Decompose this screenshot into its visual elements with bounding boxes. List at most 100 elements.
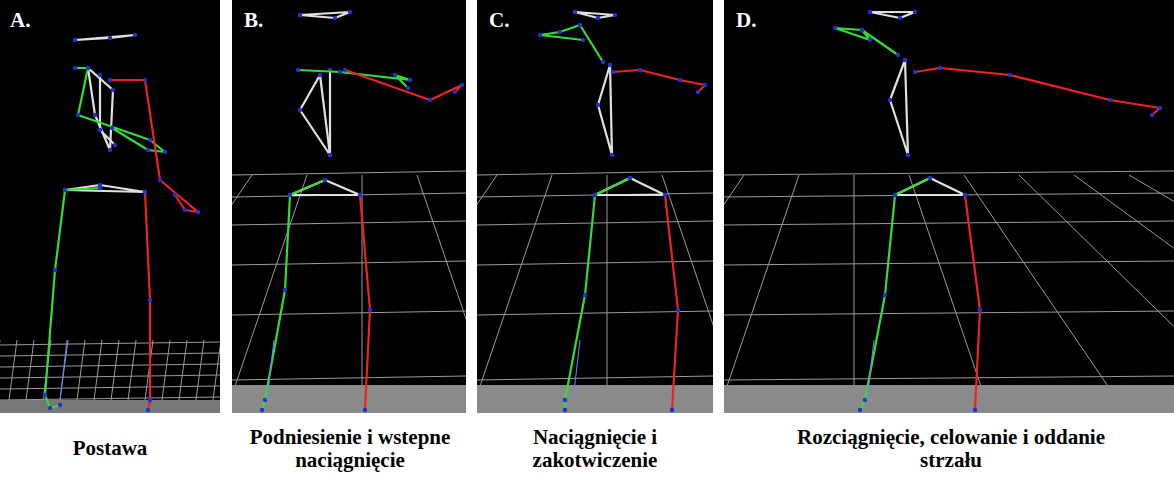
- marker-dot: [593, 193, 597, 197]
- skeleton-segment: [100, 75, 115, 145]
- marker-dot: [913, 10, 917, 14]
- axis-line: [60, 340, 67, 400]
- skeleton-segment: [329, 70, 331, 155]
- marker-dot: [608, 63, 612, 67]
- marker-dot: [638, 68, 642, 72]
- marker-dot: [328, 153, 332, 157]
- marker-dot: [86, 66, 90, 70]
- floor-grid: [477, 171, 713, 413]
- marker-dot: [868, 10, 872, 14]
- marker-dot: [163, 150, 167, 154]
- marker-dot: [963, 193, 967, 197]
- marker-dot: [888, 98, 892, 102]
- marker-dot: [611, 70, 615, 74]
- marker-dot: [963, 193, 967, 197]
- marker-dot: [1150, 113, 1154, 117]
- skeleton-segment: [870, 12, 915, 18]
- marker-dot: [703, 83, 707, 87]
- marker-dot: [358, 193, 362, 197]
- marker-dot: [73, 38, 77, 42]
- skeleton-segment: [300, 75, 330, 155]
- panel-ground: [724, 0, 1174, 413]
- skeleton-segment: [860, 178, 930, 410]
- marker-dot: [143, 78, 147, 82]
- marker-dot: [148, 398, 152, 402]
- marker-dot: [833, 26, 837, 30]
- marker-dot: [298, 13, 302, 17]
- skeleton-segment: [290, 180, 360, 195]
- marker-dot: [260, 408, 264, 412]
- marker-dot: [676, 308, 680, 312]
- marker-dot: [460, 83, 464, 87]
- skeleton-segment: [595, 178, 665, 195]
- marker-dot: [263, 398, 267, 402]
- marker-dot: [581, 38, 585, 42]
- marker-dot: [406, 86, 410, 90]
- skeleton-segment: [895, 178, 965, 195]
- marker-dot: [613, 13, 617, 17]
- stick-figure: [833, 10, 1162, 412]
- marker-dot: [928, 176, 932, 180]
- skeleton-segment: [45, 188, 100, 408]
- skeleton-segment: [345, 70, 462, 100]
- marker-dot: [148, 298, 152, 302]
- floor-grid: [232, 171, 466, 413]
- marker-dot: [368, 308, 372, 312]
- marker-dot: [893, 193, 897, 197]
- marker-dot: [173, 193, 177, 197]
- marker-dot: [868, 10, 872, 14]
- marker-dot: [973, 408, 977, 412]
- marker-dot: [146, 148, 150, 152]
- marker-dot: [58, 403, 62, 407]
- panel: [0, 0, 1174, 413]
- marker-dot: [593, 193, 597, 197]
- marker-dot: [1108, 98, 1112, 102]
- marker-dot: [928, 176, 932, 180]
- marker-dot: [338, 70, 342, 74]
- marker-dot: [196, 210, 200, 214]
- marker-dot: [43, 393, 47, 397]
- marker-dot: [110, 126, 114, 130]
- phase-caption: Rozciągnięcie, celowanie i oddanie strza…: [766, 426, 1136, 472]
- marker-dot: [288, 193, 292, 197]
- marker-dot: [76, 113, 80, 117]
- marker-dot: [670, 408, 674, 412]
- marker-dot: [596, 16, 600, 20]
- phase-caption: Naciągnięcie i zakotwiczenie: [477, 426, 713, 472]
- marker-dot: [111, 88, 115, 92]
- marker-dot: [896, 53, 900, 57]
- marker-dot: [283, 288, 287, 292]
- marker-dot: [408, 78, 412, 82]
- skeleton-segment: [262, 180, 325, 410]
- marker-dot: [348, 10, 352, 14]
- marker-dot: [563, 398, 567, 402]
- skeleton-segment: [575, 12, 615, 18]
- marker-dot: [610, 153, 614, 157]
- marker-dot: [318, 73, 322, 77]
- marker-dot: [563, 408, 567, 412]
- marker-dot: [133, 33, 137, 37]
- marker-dot: [343, 68, 347, 72]
- marker-dot: [903, 58, 907, 62]
- skeleton-segment: [890, 60, 908, 155]
- axis-line: [267, 340, 274, 400]
- marker-dot: [1158, 106, 1162, 110]
- marker-dot: [678, 78, 682, 82]
- marker-dot: [573, 10, 577, 14]
- marker-dot: [48, 406, 52, 410]
- panel: [204, 0, 1174, 413]
- marker-dot: [938, 66, 942, 70]
- marker-dot: [893, 193, 897, 197]
- marker-dot: [860, 28, 864, 32]
- skeleton-segment: [965, 195, 980, 410]
- skeleton-segment: [598, 65, 612, 155]
- marker-dot: [663, 193, 667, 197]
- marker-dot: [868, 38, 872, 42]
- marker-dot: [883, 293, 887, 297]
- marker-dot: [696, 90, 700, 94]
- stick-figure: [538, 10, 707, 412]
- marker-dot: [538, 33, 542, 37]
- marker-dot: [288, 193, 292, 197]
- marker-dot: [53, 268, 57, 272]
